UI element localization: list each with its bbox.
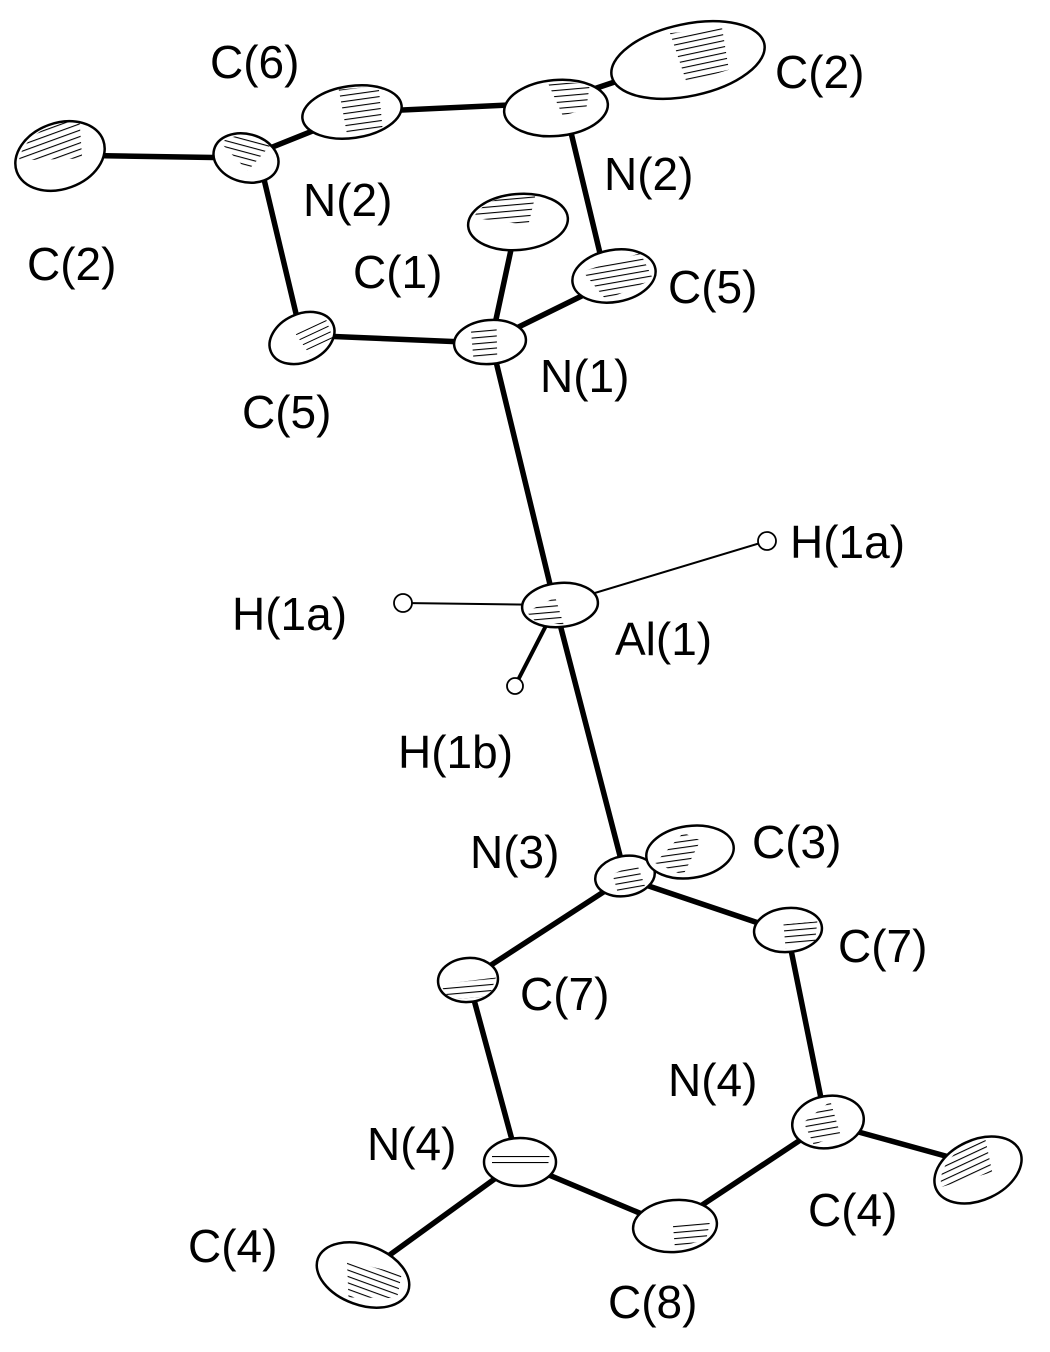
atom-n2-right-ellipsoid (502, 78, 610, 138)
atom-al1-ellipsoid (520, 581, 600, 629)
bond-n2left-c5left (260, 172, 301, 325)
label-n4-left: N(4) (367, 1118, 456, 1170)
label-c2-left: C(2) (27, 238, 116, 290)
atom-n2-left-ellipsoid (212, 132, 280, 184)
atom-c2-right-ellipsoid (610, 19, 766, 101)
atom-c2-left-ellipsoid (14, 119, 106, 193)
label-c4-left: C(4) (188, 1220, 277, 1272)
atom-h1a-left (393, 593, 413, 613)
atom-c8-ellipsoid (631, 1198, 719, 1254)
bond-c7left-n4left (467, 982, 521, 1165)
label-c7-right: C(7) (838, 920, 927, 972)
atoms (14, 19, 1023, 1309)
label-n3: N(3) (470, 826, 559, 878)
atom-h1a-right (757, 531, 777, 551)
label-c4-right: C(4) (808, 1184, 897, 1236)
label-n2-left: N(2) (303, 174, 392, 226)
atom-c5-right-ellipsoid (571, 248, 657, 304)
label-n1: N(1) (540, 350, 629, 402)
label-c2-topright: C(2) (775, 46, 864, 98)
label-h1b: H(1b) (398, 726, 513, 778)
atom-h1b (506, 677, 524, 695)
label-h1a-right: H(1a) (790, 516, 905, 568)
label-c1: C(1) (353, 246, 442, 298)
atom-n4-left-ellipsoid (482, 1136, 558, 1188)
bond-n2right-c5right (565, 117, 607, 273)
label-c5-right: C(5) (668, 261, 757, 313)
bond-c7right-n4right (785, 932, 829, 1126)
atom-n3-ellipsoid (594, 854, 656, 898)
label-c8: C(8) (608, 1276, 697, 1328)
label-h1a-left: H(1a) (232, 588, 347, 640)
atom-c4-right-ellipsoid (933, 1135, 1023, 1205)
atom-c3-ellipsoid (645, 824, 735, 880)
label-c5-left: C(5) (242, 386, 331, 438)
atom-c7-right-ellipsoid (752, 906, 824, 954)
atom-c7-left-ellipsoid (436, 956, 500, 1004)
label-c3: C(3) (752, 816, 841, 868)
atom-c4-left-ellipsoid (315, 1241, 411, 1309)
label-al1: Al(1) (615, 613, 712, 665)
bond-n1-al1 (489, 342, 558, 608)
bond-al1-n3 (552, 602, 628, 878)
atom-c1-ellipsoid (466, 192, 570, 252)
atom-n1-ellipsoid (452, 318, 528, 366)
label-c6: C(6) (210, 36, 299, 88)
atom-n4-right-ellipsoid (791, 1094, 865, 1150)
label-n2-right: N(2) (604, 148, 693, 200)
label-n4-right: N(4) (668, 1054, 757, 1106)
atom-c6-ellipsoid (301, 84, 403, 140)
bond-n3-c7left (465, 875, 628, 983)
label-c7-left: C(7) (520, 968, 609, 1020)
atom-c5-left-ellipsoid (268, 310, 336, 366)
atom-labels: C(6) C(2) N(2) N(2) C(2) C(1) C(5) N(1) … (27, 36, 927, 1328)
